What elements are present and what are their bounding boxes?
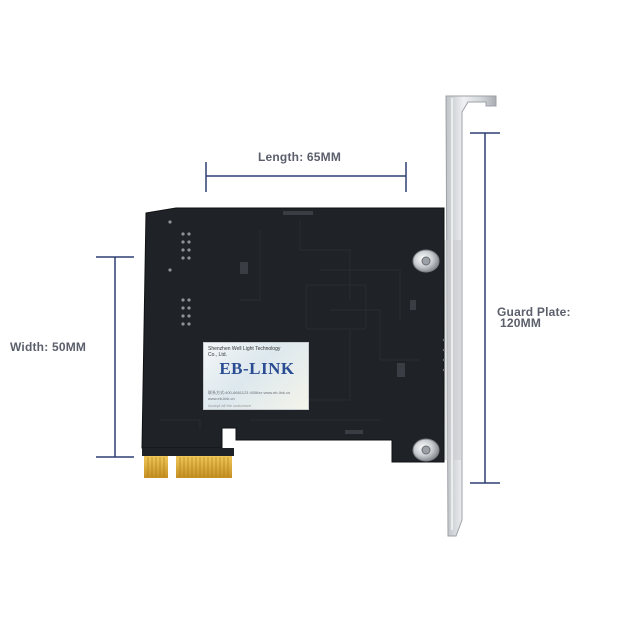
guard-plate-value: 120MM	[500, 316, 542, 330]
guard-plate-dimension-line	[470, 132, 500, 484]
width-label: Width: 50MM	[10, 340, 87, 354]
metal-bracket	[443, 95, 497, 537]
sticker-brand: EB-LINK	[219, 359, 295, 378]
bracket-screw-top	[412, 249, 440, 273]
guard-plate-label: Guard Plate:	[497, 305, 571, 319]
width-dimension-line	[96, 256, 134, 458]
sticker-company-line2: Co., Ltd.	[208, 352, 227, 358]
pcb-board	[141, 207, 446, 463]
length-label: Length: 65MM	[258, 150, 342, 164]
sticker-footer: Accept all the customize	[208, 403, 252, 408]
sticker-company-line1: Shenzhen Well Light Technology	[208, 346, 281, 352]
length-dimension-line	[205, 162, 407, 192]
sticker-website: www.eb-link.cn	[208, 396, 235, 401]
bracket-screw-bottom	[412, 438, 440, 462]
sticker-contact: 联系方式:400-6661123 4006xx www.eb-link.cn	[208, 390, 291, 395]
sticker-company: Shenzhen Well Light Technology Co., Ltd.	[208, 346, 304, 358]
brand-sticker: Shenzhen Well Light Technology Co., Ltd.…	[203, 342, 309, 410]
